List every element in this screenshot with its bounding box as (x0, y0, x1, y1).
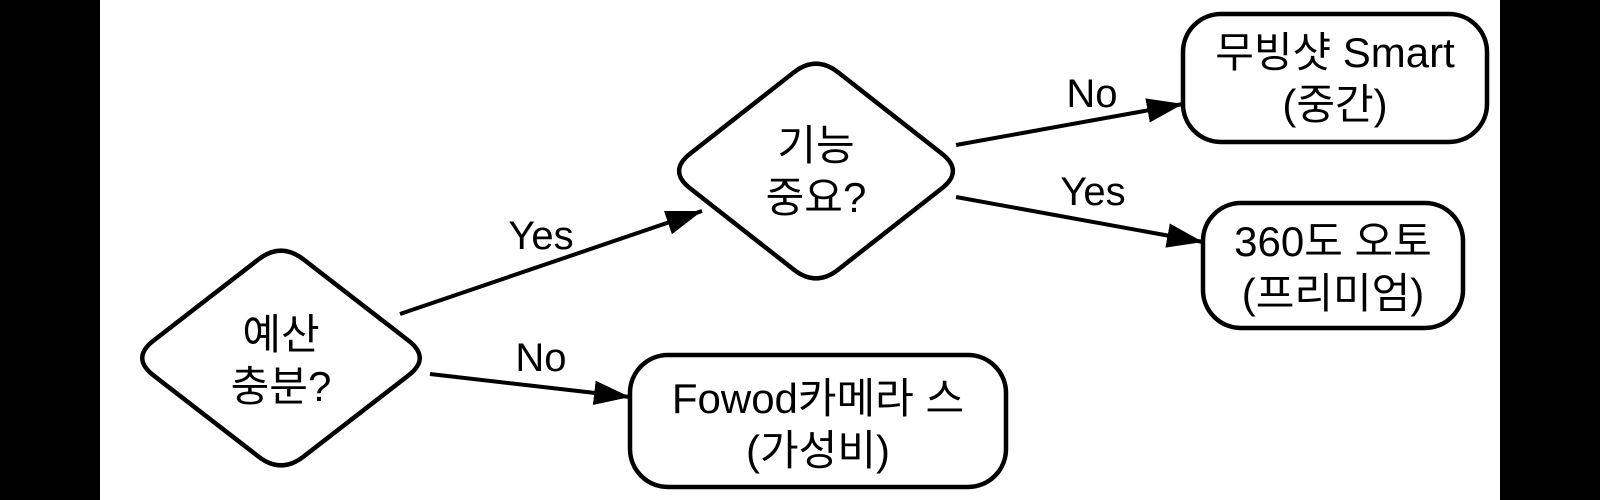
edge-feature-no-label: No (1066, 72, 1117, 116)
feature-label-line2: 중요? (766, 174, 867, 221)
node-budget-decision: 예산 충분? (140, 248, 422, 468)
node-fowod-result: Fowod카메라 스 (가성비) (627, 352, 1009, 490)
edge-budget-yes-label: Yes (508, 214, 573, 258)
feature-diamond-shape (676, 61, 956, 281)
moving-shot-label-line2: (중간) (1282, 81, 1387, 128)
edge-budget-no-label: No (515, 336, 566, 380)
fowod-label-line2: (가성비) (746, 427, 890, 474)
auto360-box-shape (1200, 200, 1466, 331)
moving-shot-box-shape (1180, 11, 1490, 145)
edge-feature-no-arrow (955, 98, 1184, 147)
node-moving-shot-result: 무빙샷 Smart (중간) (1180, 11, 1490, 145)
moving-shot-label-line1: 무빙샷 Smart (1215, 29, 1455, 76)
node-feature-decision: 기능 중요? (676, 61, 956, 281)
fowod-label-line1: Fowod카메라 스 (672, 375, 964, 422)
node-auto360-result: 360도 오토 (프리미엄) (1200, 200, 1466, 331)
edge-feature-yes-arrow (955, 195, 1204, 248)
fowod-box-shape (627, 352, 1009, 490)
feature-label-line1: 기능 (777, 122, 854, 169)
edge-budget-no-arrow (429, 372, 631, 406)
auto360-label-line1: 360도 오토 (1234, 218, 1432, 265)
auto360-label-line2: (프리미엄) (1242, 270, 1425, 317)
edge-feature-yes-label: Yes (1060, 170, 1125, 214)
budget-label-line2: 충분? (231, 363, 332, 410)
budget-label-line1: 예산 (242, 311, 319, 358)
edge-budget-yes-arrow (399, 209, 703, 316)
edges: Yes No No Yes (399, 72, 1204, 406)
budget-diamond-shape (140, 248, 422, 468)
